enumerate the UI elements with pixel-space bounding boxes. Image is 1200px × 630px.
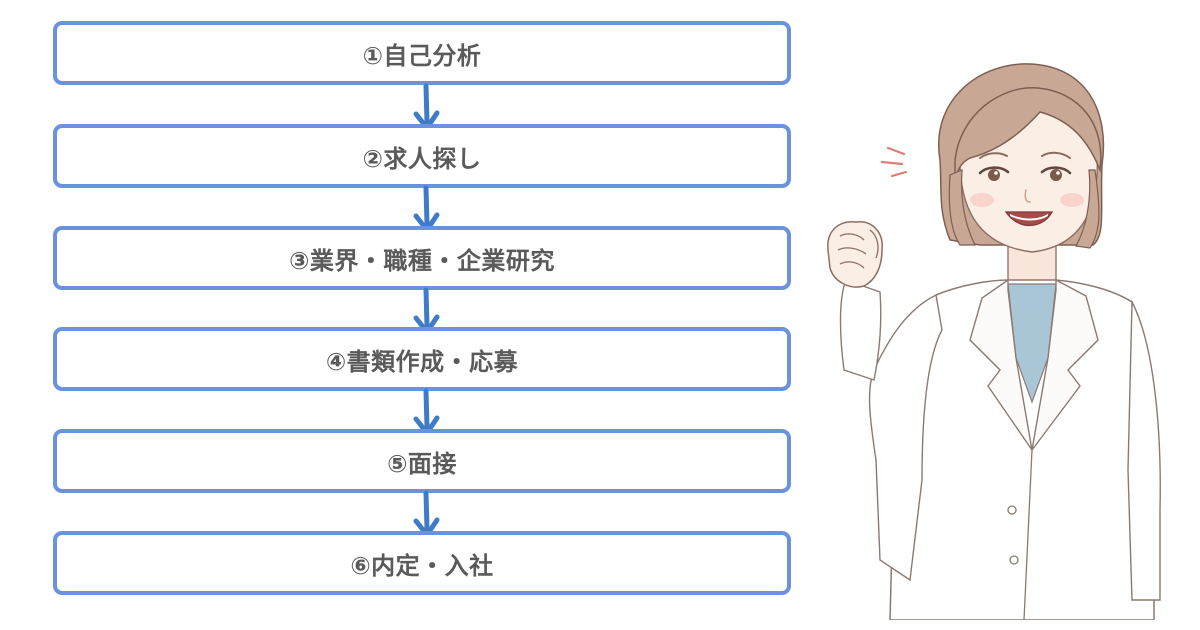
step-offer-joining: ⑥内定・入社 — [53, 531, 791, 595]
step-label: ⑤面接 — [387, 449, 457, 478]
step-label: ④書類作成・応募 — [325, 347, 519, 376]
step-label: ③業界・職種・企業研究 — [289, 246, 555, 275]
job-hunting-flowchart: ①自己分析 ②求人探し ③業界・職種・企業研究 ④書類作成・応募 ⑤面接 ⑥内定… — [53, 21, 791, 595]
step-label: ①自己分析 — [362, 41, 482, 70]
step-interview: ⑤面接 — [53, 429, 791, 493]
step-industry-research: ③業界・職種・企業研究 — [53, 226, 791, 290]
step-documents-application: ④書類作成・応募 — [53, 327, 791, 391]
businesswoman-fist-pump-icon — [827, 63, 1161, 620]
step-self-analysis: ①自己分析 — [53, 21, 791, 85]
step-label: ②求人探し — [362, 144, 482, 173]
step-label: ⑥内定・入社 — [350, 551, 494, 580]
step-job-search: ②求人探し — [53, 124, 791, 188]
